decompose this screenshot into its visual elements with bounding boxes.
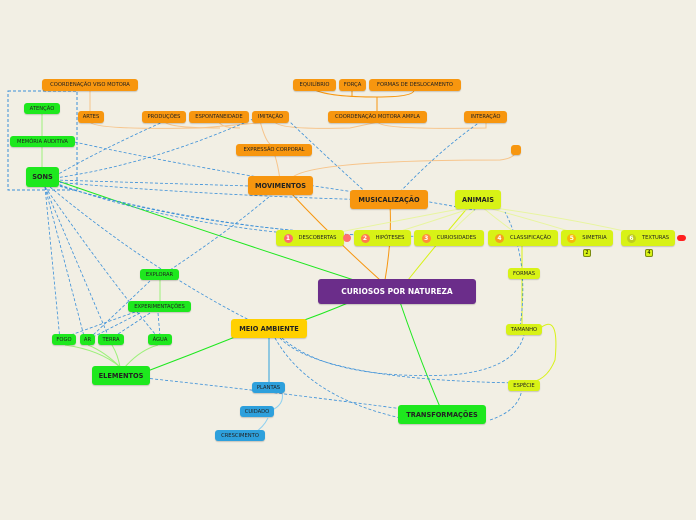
subtopic-label: HIPÓTESES bbox=[375, 235, 405, 241]
node-producoes[interactable]: PRODUÇÕES bbox=[142, 111, 186, 123]
subtopic-simetria[interactable]: 5 SIMETRIA bbox=[561, 230, 613, 246]
node-atencao[interactable]: ATENÇÃO bbox=[24, 103, 60, 114]
node-fogo[interactable]: FOGO bbox=[52, 334, 76, 345]
rel-sons-mov bbox=[54, 179, 251, 187]
node-memoria-auditiva[interactable]: MEMÓRIA AUDITIVA bbox=[10, 136, 75, 147]
link-imitacao-expressao bbox=[259, 120, 271, 145]
node-ar[interactable]: AR bbox=[80, 334, 95, 345]
subtopic-label: TEXTURAS bbox=[641, 235, 670, 241]
subtopic-curiosidades[interactable]: 3 CURIOSIDADES bbox=[414, 230, 484, 246]
link-elementos-terra bbox=[111, 344, 121, 368]
node-coordenacao-viso-motora[interactable]: COORDENAÇÃO VISO MOTORA bbox=[42, 79, 138, 91]
rel-tamanho-animais bbox=[504, 211, 524, 327]
rel-exp-fogo bbox=[67, 311, 136, 337]
red-tag-icon bbox=[677, 235, 686, 241]
link-coord-interacao bbox=[377, 121, 487, 129]
topic-sons[interactable]: SONS bbox=[26, 167, 59, 187]
topic-musicalizacao[interactable]: MUSICALIZAÇÃO bbox=[350, 190, 428, 209]
node-plantas[interactable]: PLANTAS bbox=[252, 382, 285, 393]
root-node[interactable]: CURIOSOS POR NATUREZA bbox=[318, 279, 476, 304]
node-formas[interactable]: FORMAS bbox=[508, 268, 540, 279]
rel-musical-interacao bbox=[399, 121, 481, 193]
rel-exp-ar bbox=[94, 312, 141, 337]
rel-sons-imit bbox=[54, 115, 261, 179]
node-cuidado[interactable]: CUIDADO bbox=[240, 406, 274, 417]
rel-sons-hip bbox=[54, 183, 386, 237]
link-elementos-fogo bbox=[64, 344, 121, 368]
rel-meio-trans bbox=[274, 337, 411, 421]
subtopic-label: CLASSIFICAÇÃO bbox=[509, 235, 552, 241]
rel-sons-agua bbox=[44, 186, 161, 341]
rel-explorar-mov bbox=[169, 195, 271, 271]
node-especie[interactable]: ESPÉCIE bbox=[508, 380, 540, 391]
node-interacao[interactable]: INTERAÇÃO bbox=[464, 111, 507, 123]
node-imitacao[interactable]: IMITAÇÃO bbox=[252, 111, 289, 123]
subtopic-classificacao[interactable]: 4 CLASSIFICAÇÃO bbox=[488, 230, 558, 246]
node-explorar[interactable]: EXPLORAR bbox=[140, 269, 179, 280]
rel-elem-trans bbox=[144, 377, 411, 411]
number-3-icon: 3 bbox=[421, 233, 431, 243]
count-badge[interactable]: 2 bbox=[583, 249, 591, 257]
link-root-sons bbox=[54, 179, 361, 283]
node-crescimento[interactable]: CRESCIMENTO bbox=[215, 430, 265, 441]
rel-exp-agua bbox=[157, 312, 161, 337]
rel-trans-especie bbox=[489, 387, 523, 421]
topic-transformacoes[interactable]: TRANSFORMAÇÕES bbox=[398, 405, 486, 424]
subtopic-label: CURIOSIDADES bbox=[436, 235, 477, 241]
link-elementos-agua bbox=[124, 344, 159, 368]
subtopic-label: DESCOBERTAS bbox=[298, 235, 337, 241]
rel-sons-fogo bbox=[44, 186, 61, 341]
link-formas-desloc bbox=[376, 89, 415, 98]
selection-box bbox=[7, 90, 78, 191]
topic-movimentos[interactable]: MOVIMENTOS bbox=[248, 176, 313, 195]
link-meio-elementos bbox=[144, 336, 236, 373]
node-espontaneidade[interactable]: ESPONTANEIDADE bbox=[189, 111, 249, 123]
topic-meio-ambiente[interactable]: MEIO AMBIENTE bbox=[231, 319, 307, 338]
node-tamanho[interactable]: TAMANHO bbox=[506, 324, 542, 335]
rel-sons-prod bbox=[54, 120, 166, 177]
node-experimentacoes[interactable]: EXPERIMENTAÇÕES bbox=[128, 301, 191, 312]
rel-mem-musical bbox=[69, 140, 376, 196]
node-empty-topic[interactable] bbox=[511, 145, 521, 155]
rel-explorar-ar bbox=[91, 280, 151, 337]
number-5-icon: 5 bbox=[567, 233, 577, 243]
node-formas-de-deslocamento[interactable]: FORMAS DE DESLOCAMENTO bbox=[369, 79, 461, 91]
node-artes[interactable]: ARTES bbox=[78, 111, 104, 123]
node-coordenacao-motora-ampla[interactable]: COORDENAÇÃO MOTORA AMPLA bbox=[328, 111, 427, 123]
link-artes-imitacao bbox=[89, 121, 271, 129]
link-imitacao-coord bbox=[274, 121, 379, 129]
red-marker-icon bbox=[343, 234, 351, 242]
link-equilibrio bbox=[314, 89, 378, 112]
number-2-icon: 2 bbox=[360, 233, 370, 243]
rel-meio-tamanho bbox=[281, 334, 525, 376]
node-forca[interactable]: FORÇA bbox=[339, 79, 366, 91]
rel-sons-musical bbox=[54, 181, 376, 201]
number-6-icon: 6 bbox=[626, 233, 636, 243]
rel-sons-terra bbox=[44, 186, 111, 341]
rel-meio-especie bbox=[279, 337, 521, 384]
topic-animais[interactable]: ANIMAIS bbox=[455, 190, 501, 209]
link-root-transformacoes bbox=[399, 301, 441, 408]
link-movimentos-extra bbox=[289, 151, 516, 181]
subtopic-label: SIMETRIA bbox=[582, 235, 607, 241]
subtopic-descobertas[interactable]: 1 DESCOBERTAS bbox=[276, 230, 344, 246]
node-equilibrio[interactable]: EQUILÍBRIO bbox=[293, 79, 336, 91]
rel-musical-imit bbox=[289, 121, 371, 197]
subtopic-hipoteses[interactable]: 2 HIPÓTESES bbox=[354, 230, 411, 246]
count-badge[interactable]: 4 bbox=[645, 249, 653, 257]
node-terra[interactable]: TERRA bbox=[98, 334, 124, 345]
rel-sons-ar bbox=[44, 186, 86, 341]
rel-exp-terra bbox=[114, 312, 151, 337]
link-elementos-ar bbox=[87, 344, 121, 368]
number-1-icon: 1 bbox=[283, 233, 293, 243]
node-expressao-corporal[interactable]: EXPRESSÃO CORPORAL bbox=[236, 144, 312, 156]
number-4-icon: 4 bbox=[494, 233, 504, 243]
node-agua[interactable]: ÁGUA bbox=[148, 334, 172, 345]
subtopic-texturas[interactable]: 6 TEXTURAS bbox=[621, 230, 675, 246]
topic-elementos[interactable]: ELEMENTOS bbox=[92, 366, 150, 385]
rel-sons-meio bbox=[49, 186, 256, 324]
